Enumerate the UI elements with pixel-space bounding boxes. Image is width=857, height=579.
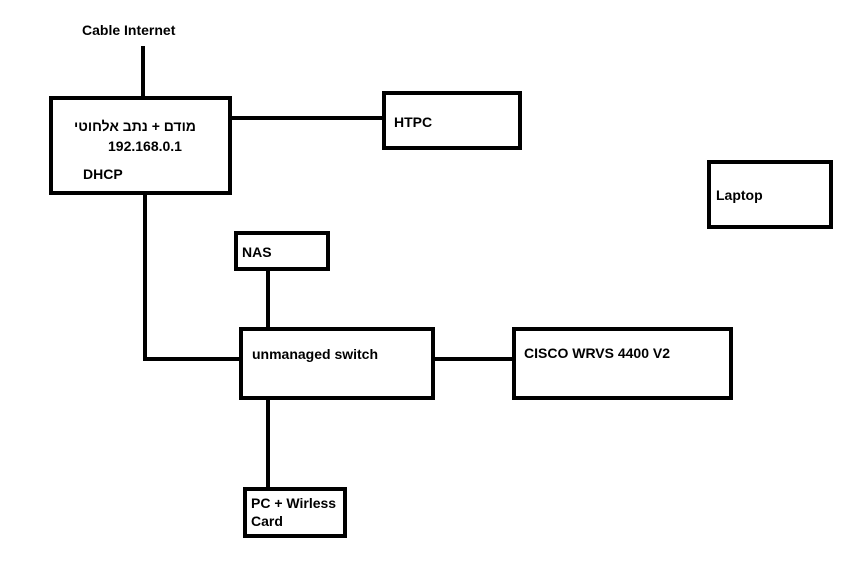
- nas-label: NAS: [242, 244, 272, 260]
- switch-label: unmanaged switch: [252, 346, 379, 362]
- laptop-box: Laptop: [707, 160, 833, 229]
- laptop-label: Laptop: [716, 187, 763, 203]
- modem-dhcp: DHCP: [83, 166, 123, 182]
- htpc-label: HTPC: [394, 114, 433, 130]
- switch-box: unmanaged switch: [239, 327, 435, 400]
- pc-label-line1: PC + Wirless: [251, 495, 337, 511]
- modem-title: מודם + נתב אלחוטי: [74, 118, 196, 134]
- modem-router-box: מודם + נתב אלחוטי 192.168.0.1 DHCP: [49, 96, 232, 195]
- pc-label-line2: Card: [251, 513, 283, 529]
- nas-box: NAS: [234, 231, 330, 271]
- line-modem-to-switch: [143, 192, 243, 361]
- cisco-box: CISCO WRVS 4400 V2: [512, 327, 733, 400]
- modem-ip: 192.168.0.1: [108, 138, 182, 154]
- htpc-box: HTPC: [382, 91, 522, 150]
- cable-internet-label: Cable Internet: [82, 22, 176, 38]
- cisco-label: CISCO WRVS 4400 V2: [524, 345, 671, 361]
- pc-box: PC + Wirless Card: [243, 487, 347, 538]
